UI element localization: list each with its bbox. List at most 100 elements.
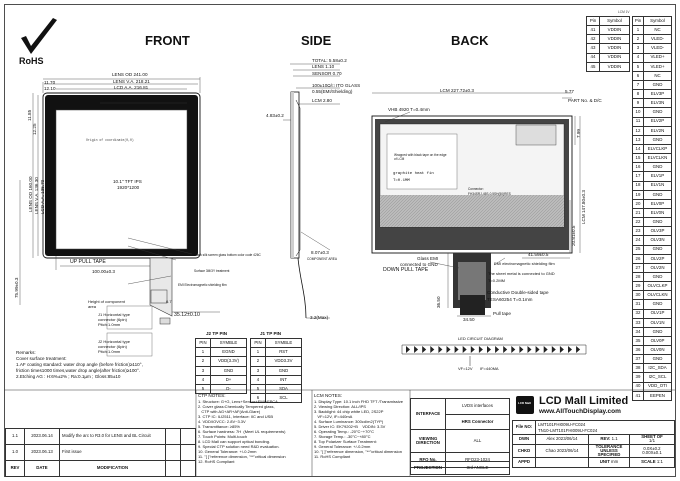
j1-symble: GND — [265, 365, 302, 376]
lcm-note-line: 6. Operating Temp.: -20°C~+70°C — [314, 428, 375, 434]
dim-12-10: 12.10 — [44, 86, 56, 91]
lcm-note-line: 1. Display Type: 10.1 inch FHD TFT /Tran… — [314, 398, 403, 404]
scale-cell: SCALE 1:1 — [629, 457, 675, 468]
table-row: 1.1 2023.06.14 Modify the arc to R3.0 fo… — [5, 428, 196, 445]
rev-cell: 1.1 — [5, 428, 25, 445]
pin-symbol: ELV1P — [643, 171, 672, 182]
back-vhb: VHB 4920 T=0.4mm — [388, 107, 430, 112]
side-total: TOTAL: 5.58±0.2 — [312, 58, 347, 63]
j2-pin: 3 — [195, 365, 211, 376]
pin-number: 24 — [632, 235, 644, 246]
j1-pin: 2 — [250, 356, 266, 367]
back-dim-5-77: 5.77 — [565, 89, 574, 94]
back-dim-20-81: 20.81±0.5 — [571, 225, 576, 246]
rev-extra — [180, 428, 196, 445]
interface-label: INTERFACE — [410, 398, 446, 430]
j2-header-pin: PIN — [195, 337, 211, 349]
interface-hrs: HRS Connector — [445, 413, 510, 430]
ctp-note-line: 3. CTP IC: ILI2511, Interface: IIC and U… — [198, 413, 273, 419]
j2-connector-note: J2 Horizontal type connector (6pin) Pitc… — [98, 339, 131, 354]
pin-symbol: OLV2N — [643, 262, 672, 273]
origin-note: Origin of coordinate(0,0) — [86, 138, 134, 142]
rev-extra — [165, 444, 181, 461]
front-active-area — [55, 109, 188, 250]
glass-emi: Glass EMI — [417, 256, 439, 261]
pin-symbol: GND — [643, 326, 672, 337]
j2-header-symble: SYMBLE — [210, 337, 247, 349]
appd-label: APPD — [512, 457, 536, 468]
led-diode-icon — [527, 346, 532, 353]
led-vf: VF=12V — [458, 366, 473, 371]
pin-symbol: ELV3N — [643, 98, 672, 109]
led-diode-icon — [430, 346, 435, 353]
pull-tape-label: Pull tape — [493, 311, 511, 316]
led-diagram-title: LED CIRCUIT DIAGRAM — [458, 336, 503, 341]
pin-symbol: OLV2P — [643, 253, 672, 264]
remarks-line: friction times1000 times,water drop angl… — [16, 367, 141, 373]
lcm-note-line: 2. Viewing Direction: ALL/IPS — [314, 403, 366, 409]
front-view-title: FRONT — [145, 33, 190, 48]
pin-number: 27 — [632, 262, 644, 273]
lcm-notes-title: LCM NOTES: — [314, 393, 343, 398]
ctp-note-line: 11. "[ ]"reference dimension, "**"critic… — [198, 453, 286, 459]
j2-table-title: J2 TP PIN — [206, 331, 228, 336]
file-no-cell: LMT101FHI009U-FC024 TN10-LMT101FHI009U-F… — [535, 420, 675, 435]
emi-film-note: EMI electromagnetic shielding film — [494, 261, 555, 266]
rev-label: REV: — [600, 436, 611, 442]
dim-11-70: 11.70 — [44, 80, 56, 85]
led-diode-icon — [487, 346, 491, 353]
rev-value: 1.1 — [611, 436, 618, 442]
down-pull-tape-label: DOWN PULL TAPE — [383, 267, 429, 273]
table-row: 1.0 2023.06.13 First issue — [5, 444, 196, 461]
ctp-notes: CTP NOTES: 1. Structure: G+G, Lens+Senso… — [198, 393, 310, 464]
back-lcm-width: LCM 227.72±0.3 — [440, 88, 474, 93]
dim-11-85: 11.85 — [27, 109, 32, 121]
led-diode-icon — [519, 346, 524, 353]
led-diode-icon — [503, 346, 508, 353]
interface-table: INTERFACE LVDS interfaces HRS Connector … — [410, 398, 510, 468]
table-row: REV DATE MODIFICATION — [5, 460, 196, 477]
pin-number: 16 — [632, 162, 644, 173]
pin-number: 21 — [632, 207, 644, 219]
rev-date: DATE — [24, 460, 60, 477]
file-no-2: TN10-LMT101FHI009U-FC024 — [538, 427, 598, 433]
pin-symbol: GND — [643, 271, 672, 283]
rev-extra — [180, 444, 196, 461]
remarks-line: Cover surface treatment: — [16, 355, 67, 361]
pin-number: 30 — [632, 290, 644, 301]
ctp-note-line: 12. RoHS Compliant — [198, 458, 235, 464]
cond-tape-note: Conductive Double-sided tape — [487, 290, 549, 295]
checkmark-icon — [21, 18, 57, 54]
sheet-metal-thickness: T=0.2MM — [488, 278, 506, 283]
pin-symbol: GND — [643, 244, 672, 255]
pin-number: 33 — [632, 317, 644, 328]
pin-symbol: ELV2N — [643, 125, 672, 136]
display-size: 10.1" TFT IPS — [113, 179, 142, 184]
pin-number: 5 — [632, 61, 644, 72]
emi-shield-note: EMI Electromagnetic shielding film — [178, 283, 227, 287]
pin-symbol: OLV0P — [643, 335, 672, 347]
j1-pin: 3 — [250, 365, 266, 376]
pin-number: 13 — [632, 134, 644, 145]
